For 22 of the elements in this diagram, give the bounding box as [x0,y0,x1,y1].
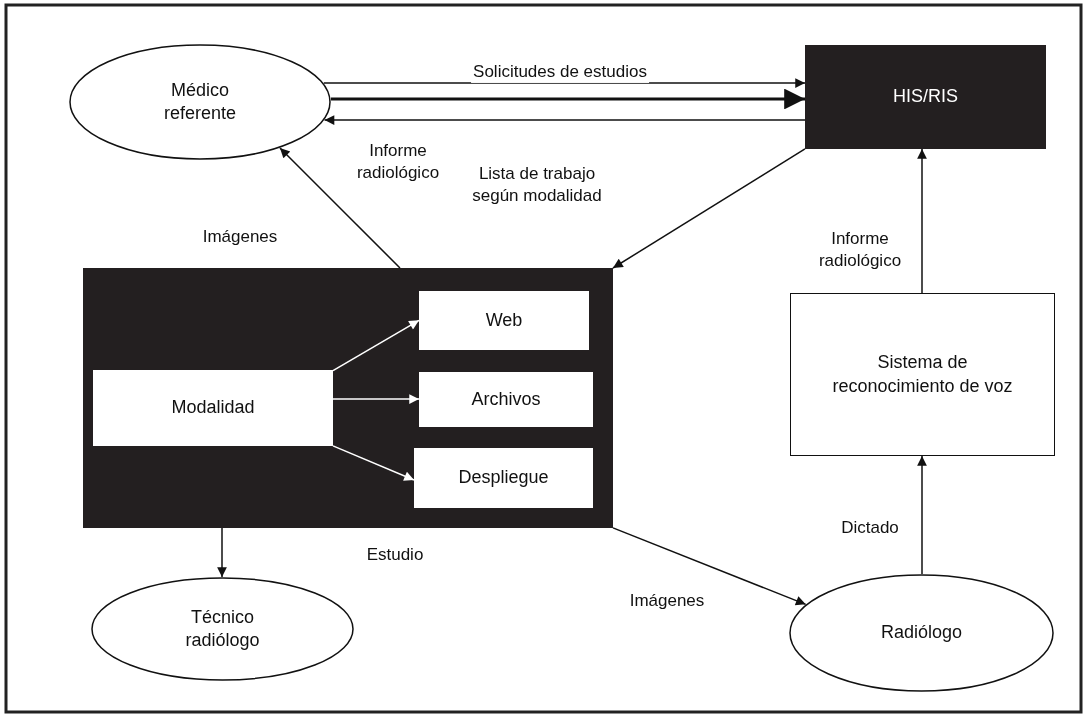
arrow [612,527,807,606]
system-box: HIS/RIS [805,45,1046,149]
actor-ellipse: Técnico radiólogo [91,577,354,681]
arrow [917,455,927,575]
arrow [217,527,227,578]
arrow [323,115,806,125]
component-box: Web [419,291,589,350]
process-box: Sistema de reconocimiento de voz [790,293,1055,456]
arrow [332,445,415,481]
arrow [332,394,420,404]
arrow [332,319,420,372]
arrow [612,148,806,269]
component-box: Modalidad [93,370,333,446]
arrow [917,148,927,294]
component-box: Archivos [419,372,593,427]
system-panel [83,268,613,528]
arrow [330,88,805,110]
actor-ellipse: Radiólogo [789,574,1054,692]
arrow [279,147,401,269]
component-box: Despliegue [414,448,593,508]
arrow [323,78,806,88]
actor-ellipse: Médico referente [69,44,331,160]
